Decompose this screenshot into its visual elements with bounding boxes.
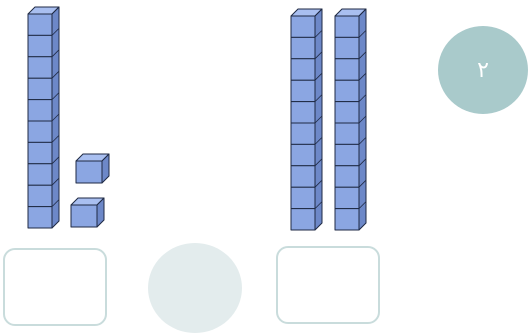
problem-number-label: ٢ xyxy=(477,58,489,83)
problem-number-badge: ٢ xyxy=(438,26,528,114)
unit-cell xyxy=(28,164,52,185)
right-ten-rod xyxy=(291,9,322,230)
unit-cell xyxy=(28,14,52,35)
unit-cell xyxy=(335,37,359,58)
unit-cell xyxy=(291,16,315,37)
unit-cell xyxy=(335,166,359,187)
unit-cell xyxy=(28,207,52,228)
left-one-cube xyxy=(76,154,109,183)
unit-cell xyxy=(291,102,315,123)
cube-front-face xyxy=(71,205,97,227)
unit-cell xyxy=(28,78,52,99)
unit-cell xyxy=(291,144,315,165)
unit-cell xyxy=(291,59,315,80)
cube-front-face xyxy=(76,161,102,183)
unit-cell xyxy=(335,59,359,80)
unit-cell xyxy=(335,187,359,208)
answer-box-left[interactable] xyxy=(3,248,107,326)
unit-cell xyxy=(28,100,52,121)
unit-cell xyxy=(335,144,359,165)
unit-cell xyxy=(291,209,315,230)
unit-cell xyxy=(291,166,315,187)
unit-cell xyxy=(291,187,315,208)
unit-cell xyxy=(335,80,359,101)
left-one-cube xyxy=(71,198,104,227)
unit-cell xyxy=(335,16,359,37)
answer-box-right[interactable] xyxy=(276,246,380,324)
unit-cell xyxy=(291,80,315,101)
right-ten-rod xyxy=(335,9,366,230)
unit-cell xyxy=(335,209,359,230)
unit-cell xyxy=(28,121,52,142)
left-ten-rod xyxy=(28,7,59,228)
unit-cell xyxy=(28,142,52,163)
unit-cell xyxy=(291,37,315,58)
unit-cell xyxy=(28,185,52,206)
unit-cell xyxy=(28,35,52,56)
compare-circle[interactable] xyxy=(148,243,242,333)
unit-cell xyxy=(335,102,359,123)
unit-cell xyxy=(335,123,359,144)
unit-cell xyxy=(28,57,52,78)
unit-cell xyxy=(291,123,315,144)
